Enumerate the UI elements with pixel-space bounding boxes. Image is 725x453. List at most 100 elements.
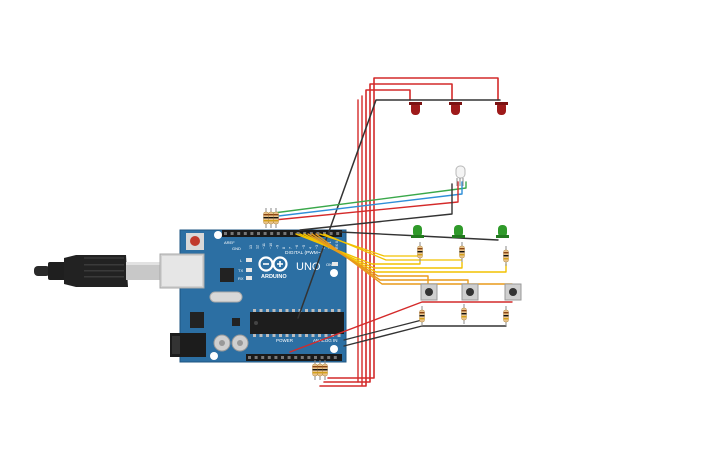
l-led-label: L: [240, 258, 243, 263]
regulator: [190, 312, 204, 328]
pin-label: 8: [282, 247, 286, 249]
header-pin[interactable]: [281, 356, 284, 359]
header-pin[interactable]: [287, 356, 291, 359]
wire-red-led3[interactable]: [327, 77, 499, 379]
resistor[interactable]: [273, 208, 279, 228]
tx-led-label: TX: [238, 268, 243, 273]
wire-button-5v[interactable]: [289, 301, 513, 353]
header-pin[interactable]: [329, 232, 333, 235]
resistor[interactable]: [322, 360, 328, 380]
wire-signal[interactable]: [323, 233, 463, 261]
header-pin[interactable]: [248, 356, 251, 359]
red-led[interactable]: [409, 102, 422, 115]
header-pin[interactable]: [296, 232, 300, 235]
header-pin[interactable]: [316, 232, 320, 235]
pin-label: ~10: [269, 243, 273, 249]
wire-rgb-blue[interactable]: [269, 181, 463, 218]
header-pin[interactable]: [300, 356, 304, 359]
header-pin[interactable]: [307, 356, 311, 359]
resistors: [263, 208, 509, 380]
l-led: [246, 258, 252, 262]
green-led[interactable]: [411, 225, 424, 238]
crystal: [209, 291, 243, 303]
wire-button-ground[interactable]: [343, 319, 423, 341]
aref-label: AREF: [224, 240, 235, 245]
arduino-uno-board[interactable]: L TX RX ON UNO ARDUINO DIGITAL (PWM~) AR…: [159, 229, 347, 363]
header-pin[interactable]: [333, 356, 337, 359]
header-pin[interactable]: [276, 232, 280, 235]
resistor[interactable]: [459, 242, 465, 262]
wire-rgb-green[interactable]: [265, 181, 467, 215]
header-pin[interactable]: [270, 232, 274, 235]
push-button[interactable]: [461, 283, 479, 301]
arduino-logo-icon: [258, 256, 288, 272]
header-pin[interactable]: [230, 232, 234, 235]
wire-red-led1[interactable]: [319, 89, 411, 387]
resistor[interactable]: [268, 208, 274, 228]
push-button[interactable]: [420, 283, 438, 301]
on-led: [332, 262, 338, 266]
header-pin[interactable]: [336, 232, 340, 235]
header-pin[interactable]: [309, 232, 313, 235]
header-pin[interactable]: [243, 232, 247, 235]
pin-label: 12: [256, 245, 260, 249]
header-pin[interactable]: [314, 356, 317, 359]
header-pin[interactable]: [274, 356, 278, 359]
resistor[interactable]: [419, 306, 425, 326]
pin-label: ~6: [295, 245, 299, 249]
header-pin[interactable]: [320, 356, 324, 359]
resistor[interactable]: [312, 360, 318, 380]
wires[interactable]: [265, 77, 513, 387]
pin-label: RX 0: [335, 241, 339, 249]
header-pin[interactable]: [294, 356, 298, 359]
red-led[interactable]: [449, 102, 462, 115]
wire-red-led2[interactable]: [323, 83, 453, 383]
header-pin[interactable]: [224, 232, 227, 235]
gnd-label: GND: [232, 246, 241, 251]
pin-label: ~5: [302, 245, 306, 249]
power-analog-header[interactable]: [246, 354, 342, 361]
header-pin[interactable]: [237, 232, 241, 235]
header-pin[interactable]: [261, 356, 265, 359]
resistor[interactable]: [263, 208, 269, 228]
pin-label: ~3: [315, 245, 319, 249]
header-pin[interactable]: [254, 356, 258, 359]
usb-cable[interactable]: [34, 255, 160, 287]
header-pin[interactable]: [257, 232, 260, 235]
mount-hole: [214, 231, 222, 239]
red-led[interactable]: [495, 102, 508, 115]
resistor[interactable]: [317, 360, 323, 380]
digital-header-label: DIGITAL (PWM~): [285, 250, 323, 256]
header-pin[interactable]: [250, 232, 254, 235]
header-pin[interactable]: [263, 232, 267, 235]
rgb-led[interactable]: [455, 165, 466, 186]
pin-label: 7: [289, 247, 293, 249]
power-label: POWER: [276, 338, 294, 343]
green-leds: [411, 225, 509, 238]
on-led-label: ON: [326, 262, 332, 267]
resistor[interactable]: [503, 306, 509, 326]
header-pin[interactable]: [323, 232, 326, 235]
push-buttons: [420, 283, 522, 301]
digital-header[interactable]: [222, 230, 342, 237]
resistor[interactable]: [417, 242, 423, 262]
pin-label: ~9: [275, 245, 279, 249]
header-pin[interactable]: [327, 356, 331, 359]
resistor[interactable]: [503, 246, 509, 266]
green-led[interactable]: [496, 225, 509, 238]
red-leds: [409, 102, 508, 115]
header-pin[interactable]: [303, 232, 307, 235]
board-maker: ARDUINO: [261, 274, 287, 280]
wire-rgb-ground[interactable]: [299, 183, 453, 231]
resistor[interactable]: [461, 304, 467, 324]
header-pin[interactable]: [290, 232, 293, 235]
push-button[interactable]: [504, 283, 522, 301]
wire-rgb-red[interactable]: [273, 181, 459, 221]
wire-button-ground[interactable]: [343, 325, 507, 347]
mount-hole: [210, 352, 218, 360]
header-pin[interactable]: [283, 232, 287, 235]
header-pin[interactable]: [267, 356, 271, 359]
green-led[interactable]: [452, 225, 465, 238]
mount-hole: [330, 269, 338, 277]
analog-label: ANALOG IN: [313, 338, 338, 343]
